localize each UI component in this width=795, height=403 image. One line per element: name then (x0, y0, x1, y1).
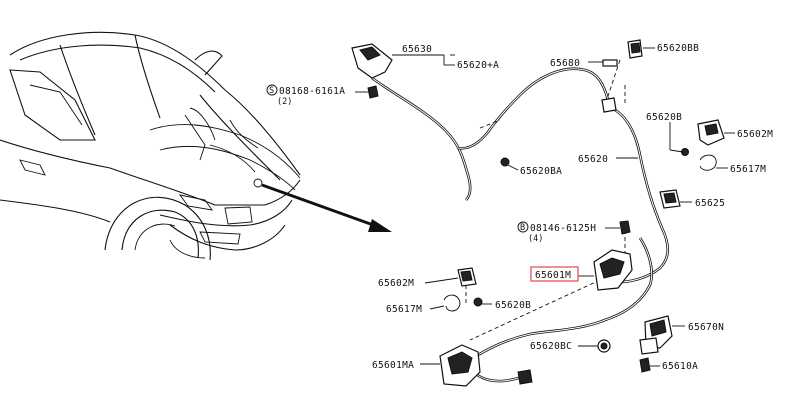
label-65601ma[interactable]: 65601MA (372, 360, 414, 371)
label-65620bc[interactable]: 65620BC (530, 341, 572, 352)
label-08146-group[interactable]: B 08146-6125H (4) (517, 221, 596, 244)
label-65617m-left[interactable]: 65617M (386, 304, 422, 315)
label-08146-qty: (4) (528, 234, 543, 244)
bolt-symbol-letter: B (520, 223, 525, 233)
pointer-arrow (261, 183, 392, 232)
label-65630[interactable]: 65630 (402, 44, 432, 55)
label-65602m-left[interactable]: 65602M (378, 278, 414, 289)
label-65620a[interactable]: 65620+A (457, 60, 499, 71)
label-65620b-top[interactable]: 65620B (646, 112, 682, 123)
leader-lines (355, 47, 735, 367)
label-65625[interactable]: 65625 (695, 198, 725, 209)
part-shapes (351, 39, 725, 387)
label-65620bb[interactable]: 65620BB (657, 43, 699, 54)
label-08168[interactable]: 08168-6161A (279, 86, 345, 97)
screw-symbol-letter: S (269, 86, 274, 96)
label-08168-group[interactable]: S 08168-6161A (2) (266, 84, 345, 107)
label-65620b-left[interactable]: 65620B (495, 300, 531, 311)
part-labels: 65630 65620+A S 08168-6161A (2) 65680 65… (266, 43, 773, 372)
label-65602m-right[interactable]: 65602M (737, 129, 773, 140)
release-cables (371, 59, 670, 383)
highlight-box-65601m (530, 266, 579, 282)
label-65620ba[interactable]: 65620BA (520, 166, 562, 177)
car-illustration (0, 31, 301, 261)
label-65601m[interactable]: 65601M (535, 270, 571, 281)
label-65680[interactable]: 65680 (550, 58, 580, 69)
label-08146[interactable]: 08146-6125H (530, 223, 596, 234)
label-08168-qty: (2) (277, 97, 292, 107)
label-65610a[interactable]: 65610A (662, 361, 698, 372)
label-65670n[interactable]: 65670N (688, 322, 724, 333)
bolt-symbol-icon (517, 221, 529, 233)
label-65617m-right[interactable]: 65617M (730, 164, 766, 175)
label-65620[interactable]: 65620 (578, 154, 608, 165)
screw-symbol-icon (266, 84, 278, 96)
